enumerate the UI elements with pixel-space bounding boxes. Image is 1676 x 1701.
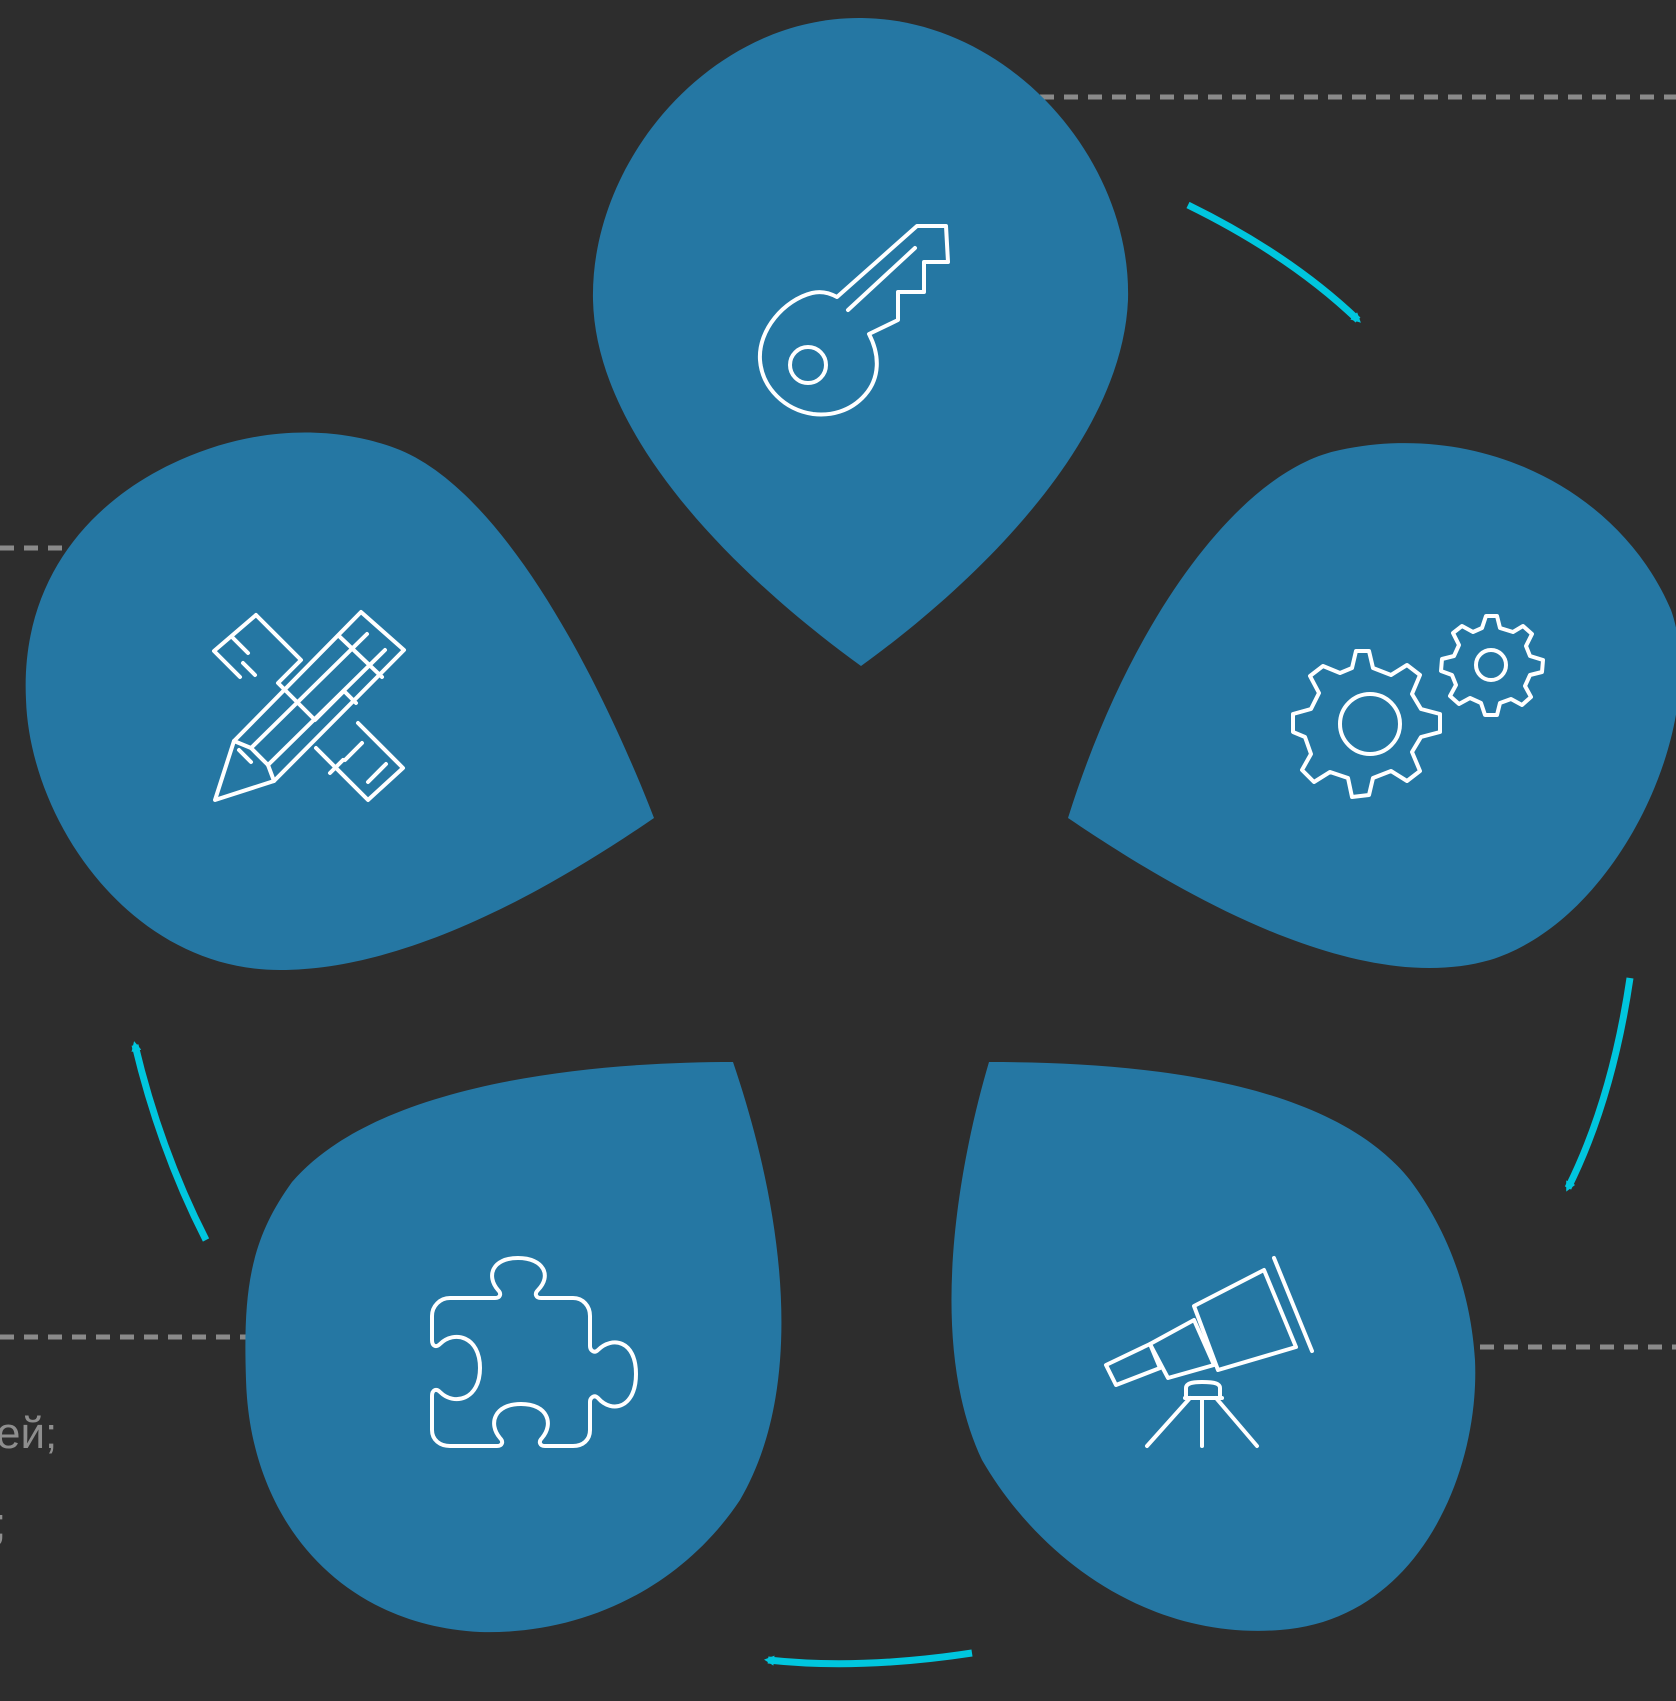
left-text-fragment-2: ;: [0, 1502, 6, 1546]
arrow-right-to-bottom-right: [1564, 977, 1634, 1192]
petal-left: [25, 432, 654, 970]
arrow-bottom-left-to-left: [131, 1041, 210, 1242]
telescope-icon: [1104, 1256, 1314, 1448]
petal-right: [1068, 443, 1676, 968]
cycle-arrows: [131, 201, 1634, 1668]
petal-bottom-left: [245, 1062, 782, 1633]
dashed-guide-lines: [0, 94, 1676, 1350]
arrow-bottom-right-to-bottom-left: [764, 1649, 973, 1668]
petal-bottom-right: [951, 1062, 1476, 1631]
petal-top: [592, 17, 1129, 666]
arrow-top-to-right: [1186, 201, 1361, 323]
pencil-ruler-icon: [212, 610, 406, 802]
key-icon: [757, 224, 950, 417]
puzzle-piece-icon: [430, 1256, 638, 1448]
petals: [25, 17, 1676, 1633]
gears-icon: [1291, 614, 1545, 799]
left-text-fragment-1: ей;: [0, 1409, 58, 1458]
